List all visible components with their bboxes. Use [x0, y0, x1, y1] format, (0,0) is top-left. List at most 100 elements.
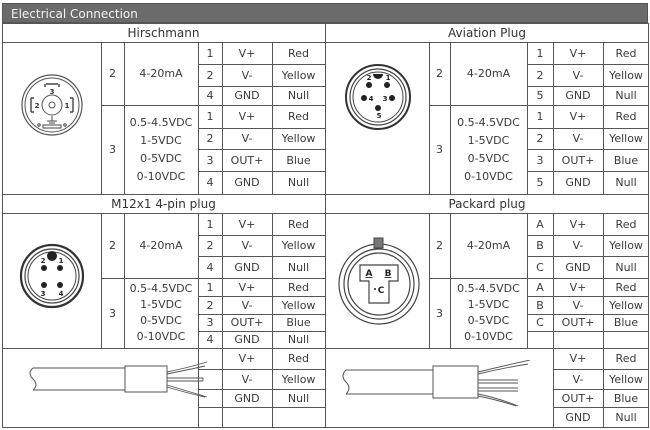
cable-color: Red — [615, 352, 637, 365]
output-signals: 0.5-4.5VDC 1-5VDC 0-5VDC 0-10VDC — [457, 115, 520, 183]
wire-count-2: 2 — [436, 67, 443, 80]
output-signal: 4-20mA — [139, 67, 183, 80]
svg-text:A: A — [366, 269, 373, 279]
wire-count-2: 2 — [109, 67, 116, 80]
wire-color: Red — [615, 46, 637, 60]
pin-number: 3 — [536, 153, 544, 167]
pin-signal: OUT+ — [230, 316, 264, 329]
wire-color: Yellow — [609, 239, 643, 252]
pin-signal: V- — [572, 68, 584, 82]
cable-signal: V- — [572, 372, 584, 386]
pin-signal: V+ — [569, 46, 587, 60]
section-title-m12x1-plug: M12x1 4-pin plug — [111, 196, 216, 211]
cable-color: Null — [287, 391, 310, 405]
svg-text:C: C — [378, 286, 385, 296]
svg-text:1: 1 — [65, 102, 70, 110]
packard-connector-icon: A B C — [338, 237, 420, 325]
wire-color: Null — [287, 176, 310, 189]
cable-signal: OUT+ — [561, 391, 595, 405]
pin-number: B — [536, 298, 544, 312]
wire-color: Blue — [613, 316, 639, 329]
header-title: Electrical Connection — [11, 7, 138, 21]
pin-signal: V- — [241, 298, 253, 312]
wire-color: Red — [288, 46, 309, 60]
output-signals: 0.5-4.5VDC 1-5VDC 0-5VDC 0-10VDC — [129, 115, 193, 183]
section-title-aviation-plug: Aviation Plug — [448, 25, 526, 40]
wire-color: Yellow — [281, 298, 316, 312]
pin-number: 2 — [206, 239, 214, 252]
pin-signal: GND — [234, 333, 260, 346]
pin-number: 1 — [206, 280, 214, 294]
cable-signal: GND — [234, 391, 260, 405]
cable-signal: GND — [565, 411, 591, 424]
wire-color: Blue — [286, 316, 311, 329]
wire-count-2: 2 — [436, 239, 443, 252]
wire-color: Red — [288, 280, 309, 294]
pin-number: 5 — [536, 89, 544, 102]
wire-color: Red — [288, 110, 309, 123]
section-header: Electrical Connection — [2, 3, 648, 23]
pin-signal: V+ — [569, 280, 587, 294]
pin-signal: V+ — [238, 280, 256, 294]
cable-signal: V- — [241, 372, 253, 386]
pin-number: 3 — [206, 316, 214, 329]
pin-number: C — [536, 316, 544, 329]
pin-number: B — [536, 239, 544, 252]
pin-signal: V- — [572, 132, 584, 145]
cable-color: Red — [288, 352, 309, 365]
svg-text:1: 1 — [59, 257, 64, 265]
wire-color: Blue — [286, 153, 311, 167]
hirschmann-connector-icon: 3 2 1 — [21, 74, 83, 136]
wire-count-3: 3 — [109, 143, 116, 156]
cable-color: Blue — [613, 391, 639, 405]
wire-color: Yellow — [281, 68, 316, 82]
wire-color: Blue — [613, 153, 639, 167]
svg-text:4: 4 — [59, 290, 64, 298]
svg-text:4: 4 — [369, 95, 374, 103]
svg-text:2: 2 — [367, 74, 372, 82]
pin-number: 1 — [206, 110, 214, 123]
pin-number: 1 — [536, 110, 544, 123]
pin-signal: V+ — [569, 110, 587, 123]
svg-text:2: 2 — [35, 102, 40, 110]
pin-number: 4 — [206, 176, 214, 189]
pin-signal: OUT+ — [230, 153, 264, 167]
pin-number: 4 — [206, 333, 214, 346]
cable-right-icon — [342, 360, 531, 407]
pin-number: 2 — [206, 298, 214, 312]
wire-color: Red — [615, 217, 637, 231]
svg-text:3: 3 — [50, 88, 55, 96]
cable-color: Yellow — [281, 372, 316, 386]
svg-text:B: B — [385, 269, 392, 279]
output-signal: 4-20mA — [466, 239, 511, 252]
pin-signal: V- — [572, 298, 584, 312]
svg-text:3: 3 — [41, 290, 46, 298]
wire-color: Null — [287, 260, 310, 274]
pin-signal: GND — [565, 176, 591, 189]
pin-number: 4 — [206, 89, 214, 102]
pin-number: 1 — [206, 46, 214, 60]
svg-text:3: 3 — [383, 95, 388, 103]
cable-color: Yellow — [609, 372, 643, 386]
wire-count-3: 3 — [109, 306, 116, 320]
pin-signal: GND — [234, 89, 260, 102]
pin-signal: V+ — [238, 46, 256, 60]
pin-number: 3 — [206, 153, 214, 167]
wire-count-2: 2 — [109, 239, 116, 252]
pin-number: 1 — [206, 217, 214, 231]
pin-signal: V- — [572, 239, 584, 252]
svg-text:1: 1 — [386, 74, 391, 82]
pin-number: 2 — [206, 68, 214, 82]
aviation-plug-connector-icon: 2 1 4 3 5 — [345, 64, 411, 130]
pin-number: 5 — [536, 176, 544, 189]
cable-left-icon — [29, 361, 208, 398]
pin-number: 2 — [206, 132, 214, 145]
wire-color: Yellow — [609, 68, 643, 82]
pin-number: C — [536, 260, 544, 274]
pin-number: A — [536, 217, 544, 231]
section-title-packard-plug: Packard plug — [448, 196, 526, 211]
cable-signal: V+ — [238, 352, 256, 365]
pin-signal: GND — [565, 260, 591, 274]
pin-number: 2 — [536, 132, 544, 145]
output-signals: 0.5-4.5VDC 1-5VDC 0-5VDC 0-10VDC — [129, 282, 193, 343]
